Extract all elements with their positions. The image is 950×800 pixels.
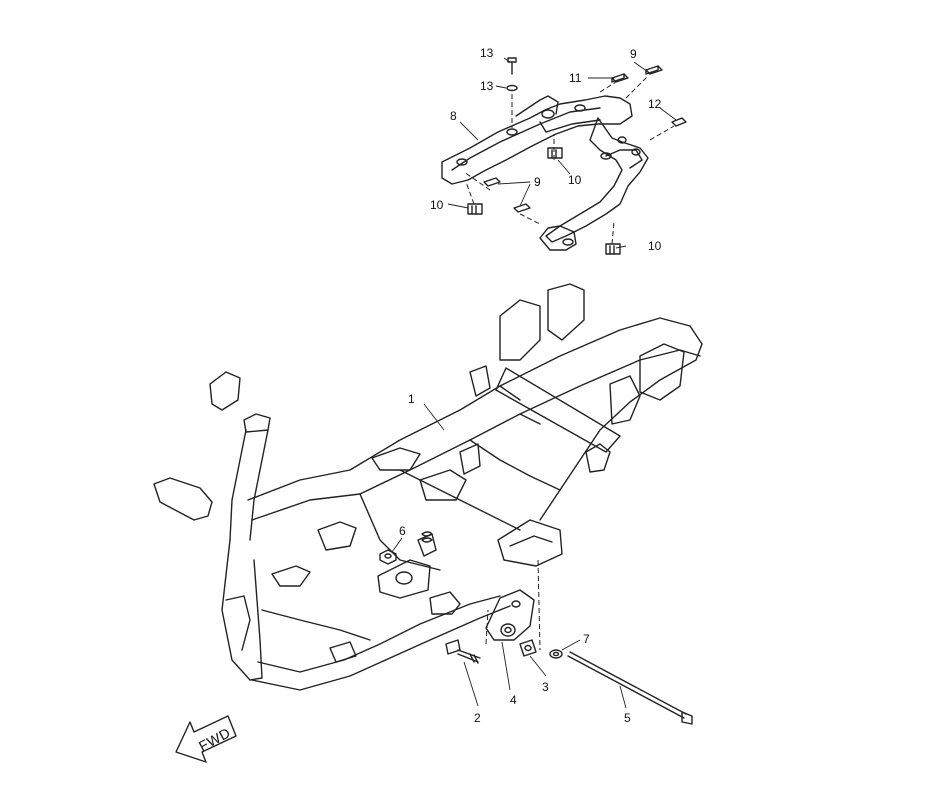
callout-7: 7 — [583, 632, 590, 646]
main-frame-part-1 — [153, 283, 703, 691]
forward-arrow — [175, 715, 237, 763]
leader-lines — [391, 57, 677, 709]
engine-mount-link-part-4 — [485, 589, 537, 657]
callout-4: 4 — [510, 693, 517, 707]
callout-11: 13 — [480, 46, 494, 60]
callout-10-center: 10 — [568, 173, 582, 187]
callout-10-right: 10 — [648, 239, 662, 253]
callout-2: 2 — [474, 711, 481, 725]
callout-3: 3 — [542, 680, 549, 694]
callout-1: 1 — [408, 392, 415, 406]
clip-nuts — [467, 65, 687, 255]
callout-13-top: 11 — [569, 71, 582, 85]
callout-12: 13 — [480, 79, 494, 93]
callout-5: 5 — [624, 711, 631, 725]
callout-9-lower: 9 — [534, 175, 541, 189]
long-bolt-part-5 — [567, 651, 693, 725]
nut-part-6 — [379, 531, 433, 565]
assembly-lines — [463, 75, 675, 651]
callout-13-right: 12 — [648, 97, 662, 111]
callout-10-left: 10 — [430, 198, 444, 212]
callout-9-top: 9 — [630, 47, 637, 61]
bolt-and-washer-11-12 — [506, 57, 518, 92]
bolt-part-2 — [445, 639, 481, 664]
callout-8: 8 — [450, 109, 457, 123]
callout-6: 6 — [399, 524, 406, 538]
seat-bracket-part-8 — [441, 95, 649, 251]
washer-part-7 — [549, 649, 563, 659]
